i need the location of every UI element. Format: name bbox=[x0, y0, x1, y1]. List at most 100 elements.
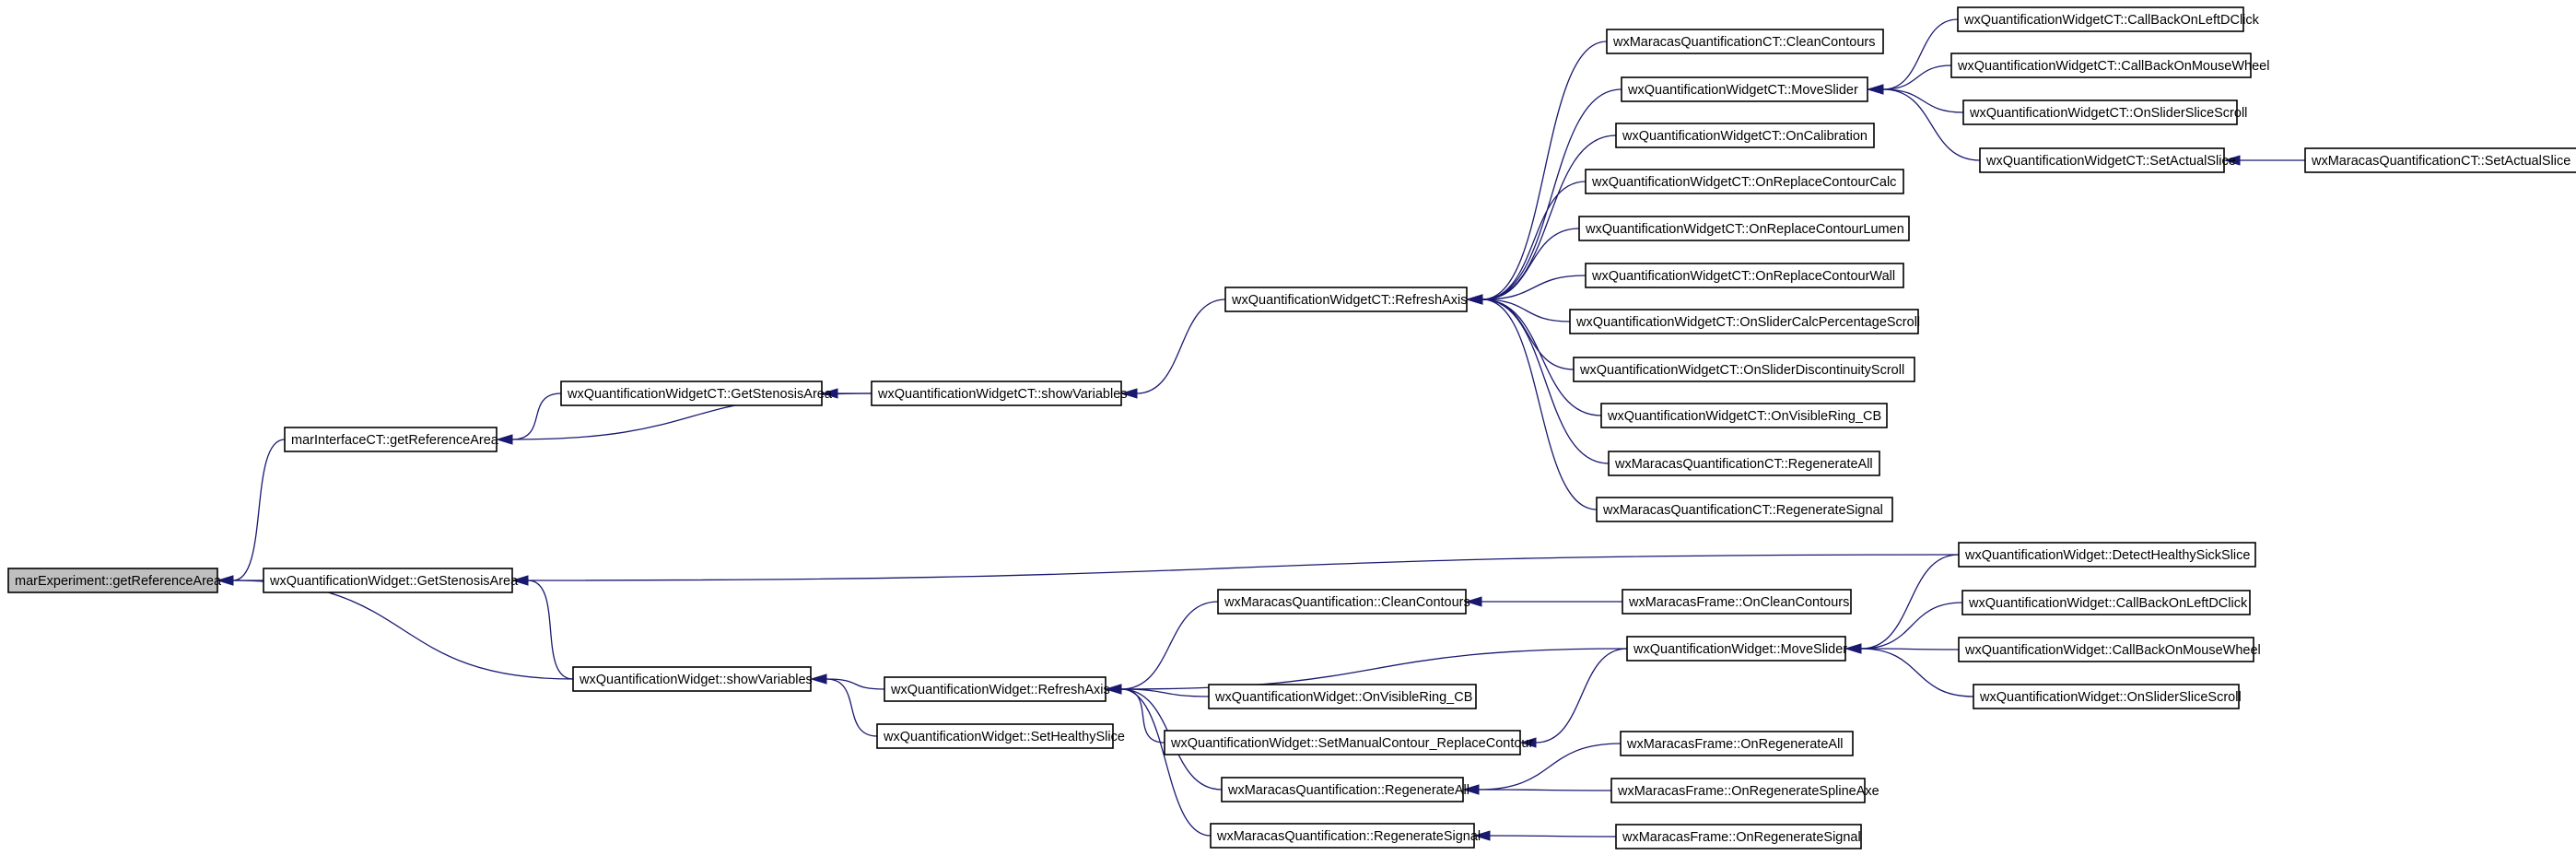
graph-edge bbox=[1120, 648, 1628, 690]
graph-edge bbox=[1120, 688, 1210, 697]
graph-node-n-qw-move[interactable]: wxQuantificationWidget::MoveSlider bbox=[1626, 636, 1847, 662]
graph-node-n-qw-detect[interactable]: wxQuantificationWidget::DetectHealthySic… bbox=[1958, 542, 2256, 568]
graph-node-n-qw-cbwheel[interactable]: wxQuantificationWidget::CallBackOnMouseW… bbox=[1958, 637, 2261, 662]
node-label: wxQuantificationWidget::DetectHealthySic… bbox=[1964, 548, 2250, 563]
graph-node-n-qw-cbdbl[interactable]: wxQuantificationWidget::CallBackOnLeftDC… bbox=[1961, 590, 2251, 615]
node-box bbox=[1961, 590, 2251, 615]
node-box bbox=[1622, 589, 1852, 615]
edge-arrowhead bbox=[1473, 830, 1491, 841]
graph-edge bbox=[1882, 88, 1981, 161]
graph-node-n-qwct-cbdbl[interactable]: wxQuantificationWidgetCT::CallBackOnLeft… bbox=[1957, 6, 2260, 32]
graph-edge bbox=[1860, 648, 1960, 650]
graph-node-n-ic-getref[interactable]: marInterfaceCT::getReferenceArea bbox=[284, 427, 499, 452]
graph-edge bbox=[1481, 41, 1608, 300]
graph-node-n-mf-regall[interactable]: wxMaracasFrame::OnRegenerateAll bbox=[1620, 731, 1854, 756]
node-box bbox=[1208, 684, 1477, 709]
graph-node-n-qwct-move[interactable]: wxQuantificationWidgetCT::MoveSlider bbox=[1621, 76, 1868, 102]
graph-node-n-mqct-setslice[interactable]: wxMaracasQuantificationCT::SetActualSlic… bbox=[2304, 147, 2576, 173]
graph-edge bbox=[1882, 88, 1964, 113]
node-label: wxQuantificationWidgetCT::OnVisibleRing_… bbox=[1607, 409, 1881, 424]
node-label: wxMaracasQuantificationCT::RegenerateSig… bbox=[1602, 503, 1883, 518]
graph-node-n-qwct-discont[interactable]: wxQuantificationWidgetCT::OnSliderDiscon… bbox=[1573, 357, 1915, 382]
node-label: wxQuantificationWidgetCT::OnSliderSliceS… bbox=[1969, 106, 2247, 121]
node-box bbox=[876, 723, 1114, 749]
graph-node-n-mq-clean[interactable]: wxMaracasQuantification::CleanContours bbox=[1217, 589, 1470, 615]
node-label: wxQuantificationWidget::OnSliderSliceScr… bbox=[1979, 690, 2242, 705]
edge-arrowhead bbox=[1105, 684, 1122, 695]
node-box bbox=[7, 568, 218, 593]
graph-node-n-root[interactable]: marExperiment::getReferenceArea bbox=[7, 568, 222, 593]
graph-node-n-mqct-regsig[interactable]: wxMaracasQuantificationCT::RegenerateSig… bbox=[1596, 497, 1893, 522]
node-label: wxQuantificationWidgetCT::OnReplaceConto… bbox=[1585, 222, 1904, 237]
edge-arrowhead bbox=[810, 673, 827, 685]
graph-node-n-qwct-getsten[interactable]: wxQuantificationWidgetCT::GetStenosisAre… bbox=[560, 381, 833, 406]
graph-node-n-qwct-refresh[interactable]: wxQuantificationWidgetCT::RefreshAxis bbox=[1224, 287, 1468, 312]
graph-edge bbox=[511, 392, 562, 440]
graph-node-n-mq-regall[interactable]: wxMaracasQuantification::RegenerateAll bbox=[1221, 777, 1469, 802]
node-label: wxMaracasFrame::OnRegenerateAll bbox=[1626, 737, 1844, 752]
node-box bbox=[1620, 731, 1854, 756]
edge-arrowhead bbox=[1466, 294, 1483, 305]
node-box bbox=[1210, 823, 1475, 849]
edge-arrowhead bbox=[2223, 155, 2241, 166]
node-box bbox=[2304, 147, 2576, 173]
graph-node-n-mf-regsig[interactable]: wxMaracasFrame::OnRegenerateSignal bbox=[1615, 824, 1862, 849]
graph-node-n-qw-refresh[interactable]: wxQuantificationWidget::RefreshAxis bbox=[884, 676, 1110, 702]
node-box bbox=[1958, 637, 2254, 662]
graph-node-n-mf-regspline[interactable]: wxMaracasFrame::OnRegenerateSplineAxe bbox=[1610, 778, 1879, 803]
graph-node-n-mf-clean[interactable]: wxMaracasFrame::OnCleanContours bbox=[1622, 589, 1852, 615]
graph-node-n-qwct-calib[interactable]: wxQuantificationWidgetCT::OnCalibration bbox=[1615, 123, 1875, 148]
graph-node-n-qwct-visring[interactable]: wxQuantificationWidgetCT::OnVisibleRing_… bbox=[1600, 403, 1888, 428]
graph-edge bbox=[1860, 602, 1963, 650]
graph-edge bbox=[527, 554, 1960, 581]
node-label: wxQuantificationWidget::SetManualContour… bbox=[1170, 736, 1533, 751]
graph-node-n-qw-showvars[interactable]: wxQuantificationWidget::showVariables bbox=[572, 666, 813, 692]
graph-node-n-qw-setmanual[interactable]: wxQuantificationWidget::SetManualContour… bbox=[1164, 730, 1533, 755]
call-graph-nodes: marExperiment::getReferenceArea marInterf… bbox=[7, 6, 2576, 849]
edge-arrowhead bbox=[1867, 84, 1884, 95]
node-label: marInterfaceCT::getReferenceArea bbox=[291, 433, 499, 448]
edge-arrowhead bbox=[511, 575, 529, 586]
graph-node-n-mqct-regall[interactable]: wxMaracasQuantificationCT::RegenerateAll bbox=[1608, 451, 1880, 476]
node-box bbox=[1569, 309, 1919, 334]
graph-node-n-mqct-clean[interactable]: wxMaracasQuantificationCT::CleanContours bbox=[1606, 29, 1884, 54]
node-box bbox=[884, 676, 1107, 702]
edge-arrowhead bbox=[1844, 643, 1862, 654]
node-box bbox=[1606, 29, 1884, 54]
graph-node-n-mq-regsig[interactable]: wxMaracasQuantification::RegenerateSigna… bbox=[1210, 823, 1481, 849]
node-label: wxMaracasQuantification::CleanContours bbox=[1224, 595, 1470, 610]
graph-node-n-qwct-cbwheel[interactable]: wxQuantificationWidgetCT::CallBackOnMous… bbox=[1950, 53, 2269, 78]
graph-node-n-qwct-repcalc[interactable]: wxQuantificationWidgetCT::OnReplaceConto… bbox=[1585, 169, 1904, 194]
node-label: wxQuantificationWidgetCT::OnReplaceConto… bbox=[1591, 175, 1896, 190]
graph-node-n-qwct-setslice[interactable]: wxQuantificationWidgetCT::SetActualSlice bbox=[1979, 147, 2236, 173]
edge-arrowhead bbox=[821, 388, 838, 399]
node-label: wxQuantificationWidgetCT::MoveSlider bbox=[1627, 83, 1858, 98]
node-box bbox=[1621, 76, 1868, 102]
graph-node-n-qwct-calcpct[interactable]: wxQuantificationWidgetCT::OnSliderCalcPe… bbox=[1569, 309, 1920, 334]
node-label: wxQuantificationWidget::CallBackOnLeftDC… bbox=[1968, 596, 2248, 611]
graph-node-n-qwct-slicescroll[interactable]: wxQuantificationWidgetCT::OnSliderSliceS… bbox=[1962, 100, 2247, 125]
node-box bbox=[1578, 216, 1910, 241]
node-label: wxQuantificationWidgetCT::OnSliderCalcPe… bbox=[1575, 315, 1920, 330]
graph-node-n-qw-slicescroll[interactable]: wxQuantificationWidget::OnSliderSliceScr… bbox=[1973, 684, 2242, 709]
node-label: wxMaracasQuantification::RegenerateAll bbox=[1227, 783, 1469, 798]
graph-edge bbox=[1478, 789, 1612, 791]
node-box bbox=[1615, 824, 1862, 849]
graph-edge bbox=[1481, 181, 1587, 300]
graph-node-n-qwct-showvars[interactable]: wxQuantificationWidgetCT::showVariables bbox=[871, 381, 1128, 406]
node-label: wxQuantificationWidgetCT::GetStenosisAre… bbox=[567, 387, 833, 402]
node-label: wxQuantificationWidgetCT::CallBackOnMous… bbox=[1957, 59, 2269, 74]
node-box bbox=[1608, 451, 1880, 476]
node-label: wxQuantificationWidgetCT::OnCalibration bbox=[1622, 129, 1868, 144]
node-label: wxQuantificationWidgetCT::OnReplaceConto… bbox=[1591, 269, 1895, 284]
graph-node-n-qwct-replumen[interactable]: wxQuantificationWidgetCT::OnReplaceConto… bbox=[1578, 216, 1910, 241]
node-label: wxQuantificationWidget::SetHealthySlice bbox=[883, 730, 1125, 744]
node-label: wxQuantificationWidget::MoveSlider bbox=[1633, 642, 1847, 657]
graph-node-n-qw-visring[interactable]: wxQuantificationWidget::OnVisibleRing_CB bbox=[1208, 684, 1477, 709]
graph-node-n-qwct-repwall[interactable]: wxQuantificationWidgetCT::OnReplaceConto… bbox=[1585, 263, 1904, 288]
graph-node-n-qw-sethealthy[interactable]: wxQuantificationWidget::SetHealthySlice bbox=[876, 723, 1125, 749]
graph-edge bbox=[1136, 299, 1226, 394]
node-box bbox=[1962, 100, 2238, 125]
graph-node-n-qw-getsten[interactable]: wxQuantificationWidget::GetStenosisArea bbox=[263, 568, 519, 593]
node-label: wxMaracasQuantificationCT::SetActualSlic… bbox=[2311, 154, 2570, 169]
